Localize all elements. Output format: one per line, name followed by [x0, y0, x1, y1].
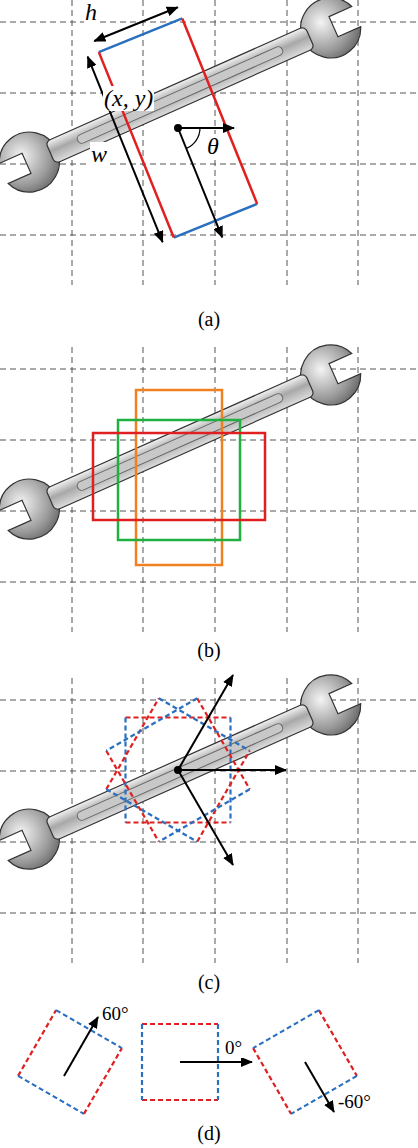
- panel-c: [0, 666, 418, 963]
- w-dimension: [88, 57, 163, 242]
- wrench-picture: [0, 0, 368, 201]
- wrench-picture: [0, 666, 368, 878]
- wrench-picture: [0, 336, 368, 548]
- panel-b: [0, 336, 418, 632]
- anchor-box: [93, 433, 265, 520]
- rotated-anchor: [18, 1010, 122, 1114]
- center-dot: [174, 124, 182, 132]
- panel-caption: (a): [197, 309, 221, 330]
- angle-label: 0°: [224, 1038, 243, 1058]
- panel-a: [0, 0, 418, 285]
- grasp-rectangle: [83, 7, 264, 258]
- center-label: (x, y): [103, 86, 154, 111]
- angle-label: θ: [206, 134, 220, 159]
- anchor-box: [118, 420, 240, 540]
- reference-arrow: [178, 127, 234, 129]
- dimension-label: h: [84, 0, 98, 25]
- angle-label: -60°: [337, 1092, 372, 1112]
- panel-d: [18, 1010, 357, 1114]
- orientation-arrow: [178, 128, 222, 237]
- panel-caption: (b): [196, 640, 221, 661]
- angle-arc: [186, 128, 200, 148]
- orientation-arrow: [178, 770, 233, 865]
- center-dot: [174, 766, 182, 774]
- panel-caption: (d): [196, 1123, 221, 1144]
- orientation-arrow: [305, 1062, 334, 1112]
- orientation-arrow: [178, 675, 233, 770]
- panel-caption: (c): [197, 972, 221, 993]
- angle-label: 60°: [101, 1004, 130, 1024]
- h-dimension: [94, 7, 177, 41]
- orientation-arrow: [64, 1017, 98, 1076]
- dimension-label: w: [90, 142, 108, 167]
- orientation-arrow: [180, 1061, 252, 1063]
- orientation-arrow: [178, 769, 286, 771]
